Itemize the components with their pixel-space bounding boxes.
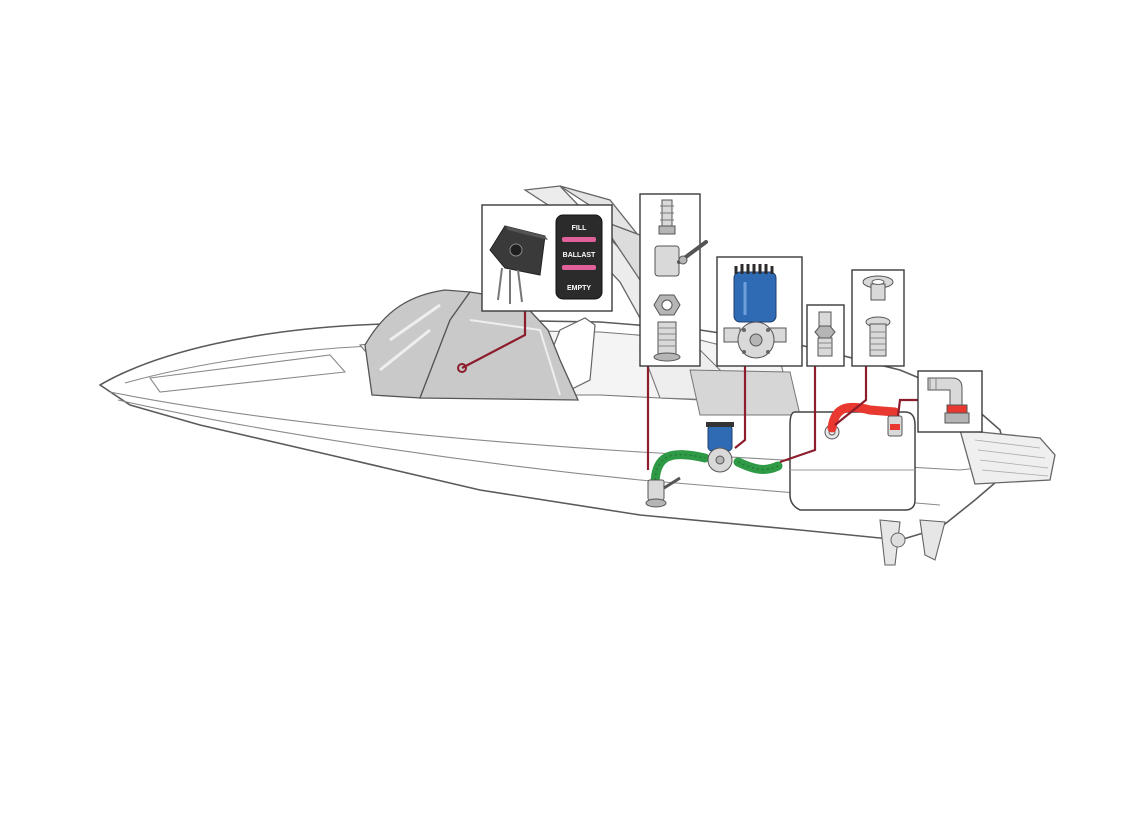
fill-hose [650,450,783,490]
ball-valve-icon [654,240,708,277]
hose-barb-icon [658,199,676,235]
ball-valve-icon [645,476,681,508]
callout-ballast-pump [716,256,803,367]
callout-elbow-fitting [917,370,983,433]
callout-seacock-fittings [639,193,708,367]
hex-nut-icon [653,294,681,316]
callout-switch-panel: FILL BALLAST EMPTY [481,204,613,312]
rocker-switch-icon[interactable]: FILL BALLAST EMPTY [555,214,603,300]
thru-hull-fitting-icon [865,316,891,357]
check-valve-icon [887,415,903,437]
check-valve-icon [814,311,836,357]
discharge-hose [827,402,900,433]
leader-lines [457,310,920,470]
ballast-pump-icon [706,422,734,473]
ballast-pump-icon [723,264,787,359]
fill-label: FILL [572,225,587,232]
thru-hull-fitting-icon [862,275,894,301]
callout-thru-hull-fittings [851,269,905,367]
ballast-label: BALLAST [563,252,596,259]
elbow-fitting-icon [927,377,970,424]
timer-dial-icon [489,225,548,304]
empty-label: EMPTY [567,285,591,292]
callout-check-valve [806,304,845,367]
windshield [364,289,580,401]
threaded-nipple-icon [653,321,681,362]
